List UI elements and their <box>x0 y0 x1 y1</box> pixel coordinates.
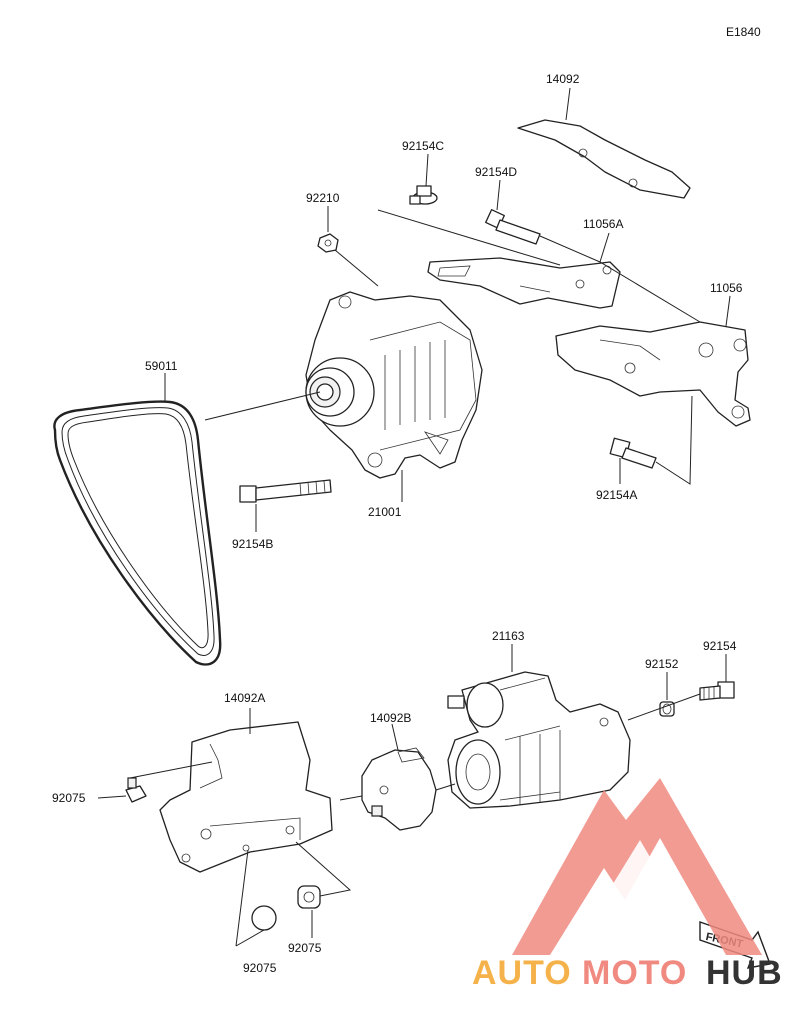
label-92210: 92210 <box>306 191 340 205</box>
fastener-line-bracket <box>539 235 701 323</box>
label-92075-right: 92075 <box>288 941 322 955</box>
fastener-line-92210 <box>334 249 379 287</box>
leader-92154d <box>496 179 501 211</box>
watermark-auto: AUTO <box>472 954 572 992</box>
cover-14092b <box>361 747 437 831</box>
leader-92075-bottom <box>235 849 265 947</box>
bolt-92154a <box>609 437 657 469</box>
nut-92210 <box>317 233 339 253</box>
alternator-21001 <box>305 291 483 479</box>
watermark-hub: HUB <box>706 954 783 992</box>
label-59011: 59011 <box>145 359 178 373</box>
leader-11056 <box>725 295 731 327</box>
label-92075-bottom: 92075 <box>243 961 277 975</box>
label-14092: 14092 <box>546 72 580 86</box>
line-14092b-left <box>339 795 363 801</box>
bracket-11056a <box>427 257 621 309</box>
bolt-92154c <box>409 185 438 205</box>
watermark-moto: MOTO <box>582 954 687 992</box>
clip-92075-left <box>125 777 147 803</box>
label-14092a: 14092A <box>224 691 265 705</box>
bolt-92154d <box>485 209 541 245</box>
label-92154d: 92154D <box>475 165 517 179</box>
label-14092b: 14092B <box>370 711 411 725</box>
watermark-logo <box>512 778 762 955</box>
label-21163: 21163 <box>492 629 525 643</box>
leader-92154c <box>425 153 429 187</box>
cover-14092a <box>159 721 333 873</box>
label-21001: 21001 <box>368 505 402 519</box>
cap-92075-bottom <box>251 905 277 931</box>
grommet-92075-right <box>297 885 321 909</box>
label-92154: 92154 <box>703 639 737 653</box>
starter-motor-21163 <box>447 671 631 809</box>
fastener-line-92154a <box>655 395 693 485</box>
label-11056a: 11056A <box>583 217 623 231</box>
leader-14092 <box>565 87 571 121</box>
belt-to-pulley-line <box>204 391 321 421</box>
label-92152: 92152 <box>645 657 679 671</box>
clip-to-cover-line <box>129 761 213 779</box>
label-11056: 11056 <box>710 281 743 295</box>
label-92154a: 92154A <box>596 488 637 502</box>
label-92075-left: 92075 <box>52 791 86 805</box>
fastener-line-top <box>377 209 561 266</box>
line-14092b-right <box>435 783 456 791</box>
leader-14092b <box>391 723 399 751</box>
label-92154b: 92154B <box>232 537 273 551</box>
bracket-11056 <box>555 321 751 427</box>
collar-92152 <box>659 701 675 717</box>
bolt-92154 <box>699 681 735 701</box>
fastener-line-starter <box>627 693 701 721</box>
bolt-92154b <box>239 479 332 503</box>
label-92154c: 92154C <box>402 139 444 153</box>
belt-59011 <box>53 400 222 666</box>
plate-14092 <box>517 119 691 199</box>
leader-92075-right <box>295 841 352 938</box>
diagram-code: E1840 <box>726 25 761 39</box>
leader-92075-left <box>97 795 127 799</box>
leader-11056a <box>599 232 610 263</box>
